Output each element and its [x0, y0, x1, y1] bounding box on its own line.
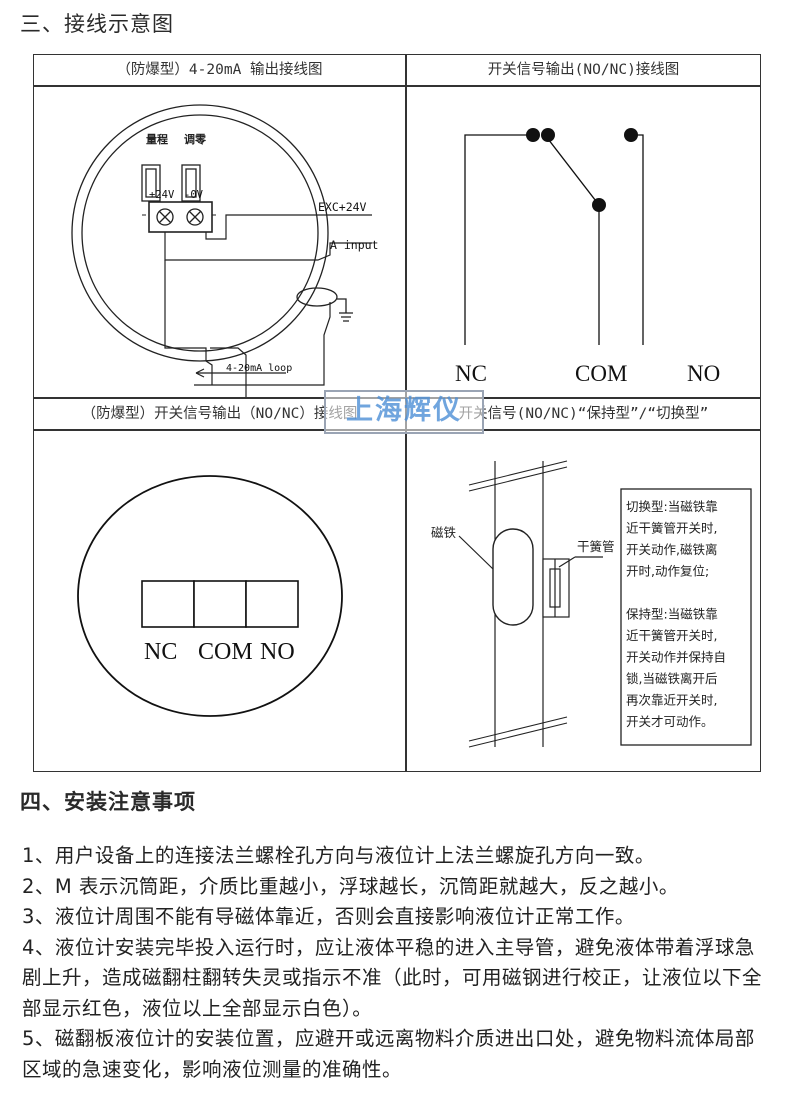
note-item: 4、液位计安装完毕投入运行时，应让液体平稳的进入主导管，避免液体带着浮球急剧上升…	[22, 935, 763, 1020]
housing-circle	[77, 475, 343, 717]
note-line: 切换型:当磁铁靠	[626, 499, 718, 514]
note-item: 1、用户设备上的连接法兰螺栓孔方向与液位计上法兰螺旋孔方向一致。	[22, 844, 655, 867]
panel2-diagram: NC COM NO	[455, 128, 720, 386]
housing-circle	[71, 104, 329, 362]
ainput-label: A input	[330, 238, 378, 252]
note-line: 近干簧管开关时,	[626, 521, 717, 536]
terminal-com	[193, 580, 247, 628]
installation-notes: 1、用户设备上的连接法兰螺栓孔方向与液位计上法兰螺旋孔方向一致。 2、M 表示沉…	[22, 841, 774, 1085]
switch-blade	[544, 134, 600, 206]
ground-icon	[337, 298, 353, 322]
mode-note-box	[620, 488, 752, 746]
range-label: 量程	[146, 132, 168, 146]
grid-divider-h1	[34, 85, 760, 87]
no-label: NO	[260, 639, 295, 665]
terminal-block	[148, 201, 213, 233]
terminal-plus	[156, 208, 174, 226]
reed-label: 干簧管	[577, 539, 615, 554]
magnet	[492, 528, 534, 626]
panel4-title: 开关信号(NO/NC)“保持型”/“切换型”	[458, 406, 709, 422]
nc-contact-2	[541, 128, 555, 142]
com-label: COM	[575, 361, 627, 386]
a-input-wire	[164, 232, 372, 261]
panel1-diagram: 量程 调零 +24V -0V EXC+24V A input 4-20mA lo…	[71, 104, 378, 397]
com-contact	[592, 198, 606, 212]
reed-leader	[558, 556, 603, 568]
terminal-nc	[141, 580, 195, 628]
panel2-title: 开关信号输出(NO/NC)接线图	[487, 62, 680, 78]
minus0v-label: -0V	[184, 189, 204, 201]
nc-label: NC	[455, 361, 487, 386]
exc-label: EXC+24V	[318, 200, 367, 214]
no-wire	[631, 134, 644, 345]
panel3-diagram: NC COM NO	[77, 475, 343, 717]
terminal-minus	[186, 208, 204, 226]
com-label: COM	[198, 639, 253, 665]
terminal-no	[245, 580, 299, 628]
note-line: 开时,动作复位;	[626, 564, 709, 579]
shield-ellipse	[296, 287, 338, 307]
note-item: 3、液位计周围不能有导磁体靠近，否则会直接影响液位计正常工作。	[22, 905, 635, 928]
loop-label: 4-20mA loop	[226, 363, 292, 374]
housing-inner-circle	[81, 114, 319, 352]
note-line: 开关才可动作。	[626, 714, 714, 729]
no-contact	[624, 128, 638, 142]
note-item: 5、磁翻板液位计的安装位置，应避开或远离物料介质进出口处，避免物料流体局部区域的…	[22, 1027, 755, 1081]
range-pot-inner	[145, 168, 157, 198]
section4-title: 四、安装注意事项	[20, 790, 196, 814]
wiring-diagram-grid: （防爆型）4-20mA 输出接线图 开关信号输出(NO/NC)接线图 （防爆型）…	[33, 54, 761, 772]
note-line: 保持型:当磁铁靠	[626, 607, 718, 622]
note-line: 再次靠近开关时,	[626, 693, 717, 708]
no-label: NO	[687, 361, 720, 386]
nc-wire	[464, 134, 531, 345]
zero-pot-inner	[185, 168, 197, 198]
panel3-title: （防爆型）开关信号输出（NO/NC）接线图	[81, 406, 358, 422]
section3-title: 三、接线示意图	[20, 12, 174, 36]
plus24v-label: +24V	[149, 189, 175, 201]
nc-contact-1	[526, 128, 540, 142]
watermark: 上海辉仪	[324, 390, 484, 434]
nc-label: NC	[144, 639, 177, 665]
magnet-leader	[458, 535, 494, 570]
zero-label: 调零	[184, 132, 207, 146]
note-item: 2、M 表示沉筒距，介质比重越小，浮球越长，沉筒距就越大，反之越小。	[22, 874, 679, 898]
exc-wire	[205, 214, 372, 240]
panel1-title: （防爆型）4-20mA 输出接线图	[116, 62, 323, 78]
note-line: 开关动作,磁铁离	[626, 542, 717, 557]
note-line: 近干簧管开关时,	[626, 628, 717, 643]
magnet-label: 磁铁	[431, 525, 457, 540]
note-line: 锁,当磁铁离开后	[626, 671, 717, 686]
note-line: 开关动作并保持自	[626, 650, 726, 665]
